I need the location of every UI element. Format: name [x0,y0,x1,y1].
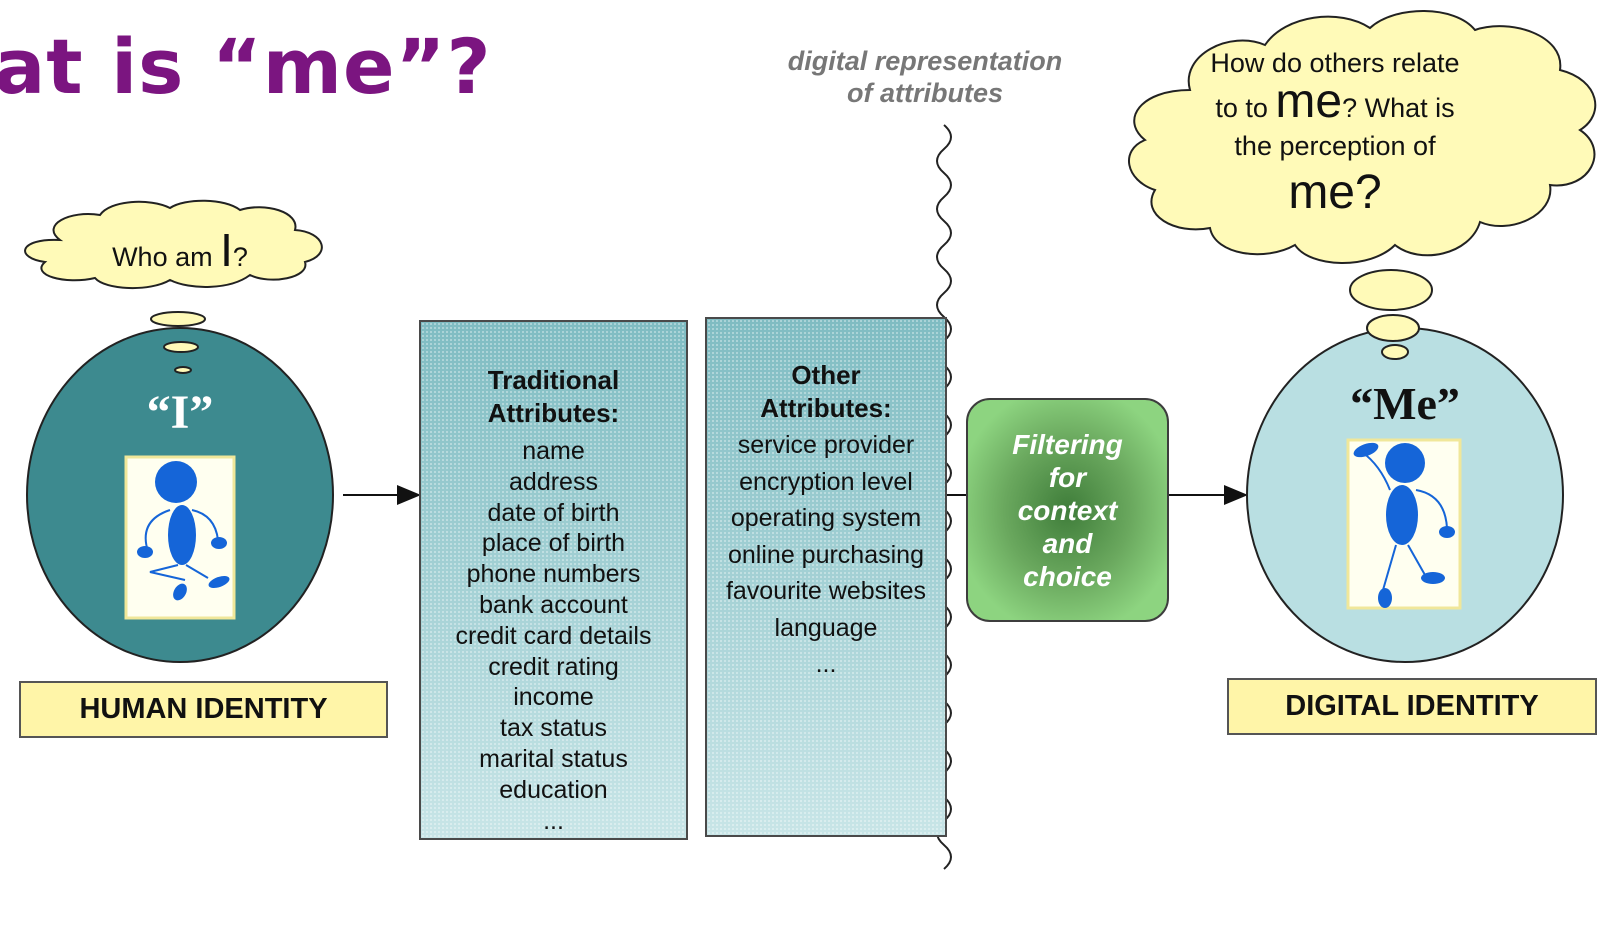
digital-thought-line2-suffix: ? What is [1342,93,1455,123]
list-item: ... [815,650,837,678]
human-identity-label: HUMAN IDENTITY [19,681,388,738]
list-item: encryption level [739,467,913,496]
digital-figure-label: “Me” [1350,378,1460,429]
list-item: bank account [479,590,628,619]
thought-bubble-small [150,311,206,327]
human-thought-suffix: ? [232,242,248,272]
traditional-attributes-heading: Traditional Attributes: [421,364,686,430]
list-item: place of birth [481,529,626,558]
list-item: date of birth [487,498,620,527]
page-title: at is “me”? [0,22,492,111]
filtering-text: Filtering for context and choice [978,428,1158,593]
list-item: name [522,437,585,465]
thought-bubble-small [1349,269,1433,311]
filter-line4: and [1042,527,1093,559]
other-attributes-list: service provider encryption level operat… [707,427,945,683]
thought-bubble-small [1381,344,1409,360]
list-item: education [499,775,608,804]
digital-thought-line2-prefix: to to [1215,93,1276,123]
list-item: favourite websites [725,577,927,605]
other-heading-line2: Attributes: [760,393,892,423]
digital-thought-line2: to to me? What is [1180,78,1490,127]
thought-bubble-small [174,366,192,374]
list-item: credit rating [488,652,619,681]
filter-line5: choice [1023,560,1112,592]
list-item: online purchasing [728,540,924,569]
list-item: income [513,683,594,712]
divider-caption: digital representation of attributes [760,45,1090,109]
traditional-heading-line2: Attributes: [487,398,620,428]
digital-thought-line2-emphasis: me [1275,75,1343,128]
human-thought-emphasis: I [220,224,233,276]
digital-identity-label: DIGITAL IDENTITY [1227,678,1597,735]
list-item: phone numbers [466,560,641,589]
divider-caption-line2: of attributes [846,78,1003,108]
seated-stick-figure-icon [137,461,230,601]
other-attributes-panel: Other Attributes: service provider encry… [705,317,947,837]
traditional-attributes-list: name address date of birth place of birt… [421,436,686,836]
digital-thought-line4: me? [1288,166,1382,219]
filtering-box: Filtering for context and choice [966,398,1169,622]
digital-thought-text: How do others relate to to me? What is t… [1180,44,1490,221]
traditional-attributes-panel: Traditional Attributes: name address dat… [419,320,688,840]
other-heading-line1: Other [791,360,861,390]
divider-caption-line1: digital representation [787,46,1063,76]
human-thought-text: Who am I? [70,227,290,277]
list-item: service provider [737,431,915,459]
filter-line2: for [1048,461,1087,493]
traditional-heading-line1: Traditional [487,365,620,395]
list-item: ... [543,806,564,835]
list-item: tax status [500,714,607,743]
filter-line3: context [1017,494,1118,526]
list-item: operating system [730,504,922,532]
other-attributes-heading: Other Attributes: [707,359,945,425]
standing-stick-figure-icon [1353,442,1455,608]
list-item: marital status [479,744,628,773]
digital-thought-line3: the perception of [1234,131,1436,161]
human-thought-cloud [24,199,323,289]
list-item: language [774,613,878,642]
filter-line1: Filtering [1012,428,1123,460]
list-item: address [509,467,598,496]
human-thought-prefix: Who am [112,242,221,272]
human-figure-label: “I” [146,386,214,439]
digital-thought-cloud [1128,10,1597,264]
thought-bubble-small [163,341,199,353]
digital-thought-line1: How do others relate [1210,48,1460,78]
thought-bubble-small [1366,314,1420,342]
list-item: credit card details [455,621,652,650]
